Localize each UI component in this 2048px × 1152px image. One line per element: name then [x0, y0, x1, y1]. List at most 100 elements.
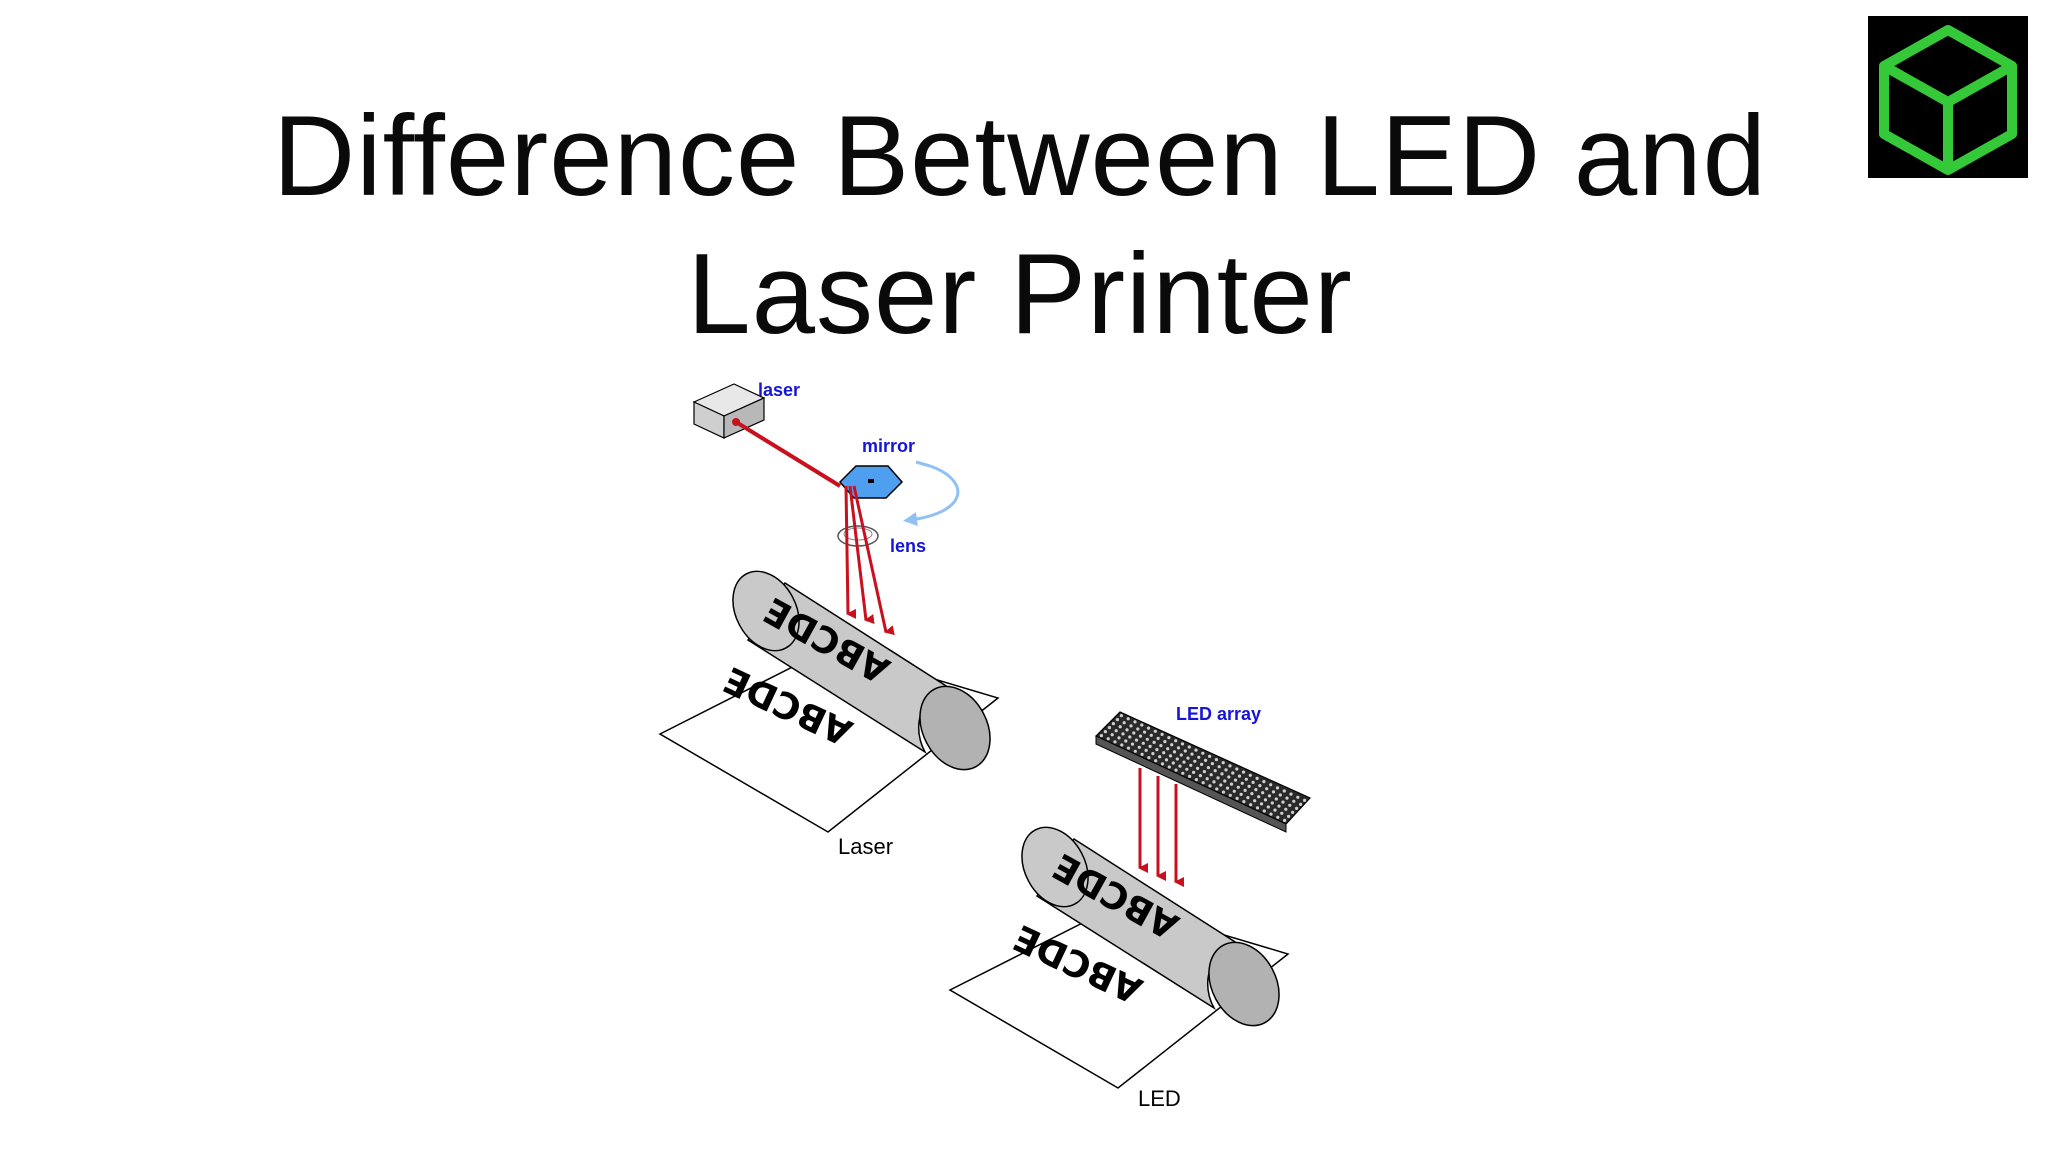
led-dot [1274, 797, 1278, 801]
led-dot [1153, 729, 1157, 733]
led-dot [1228, 793, 1232, 797]
led-dot [1124, 739, 1128, 743]
led-dot [1113, 740, 1117, 744]
led-dot [1283, 818, 1287, 822]
led-dot [1186, 756, 1190, 760]
led-dot [1241, 770, 1246, 774]
led-caption: LED [1138, 1086, 1181, 1111]
led-dot [1196, 766, 1200, 770]
led-dot [1156, 736, 1160, 740]
led-dot [1250, 792, 1254, 796]
led-array-label: LED array [1176, 704, 1261, 724]
led-dot [1232, 789, 1236, 793]
led-dot [1278, 793, 1282, 797]
led-dot [1136, 727, 1140, 731]
led-dot [1129, 724, 1133, 728]
green-cube-icon [1879, 25, 2017, 175]
led-dot [1265, 787, 1269, 791]
led-dot [1193, 759, 1197, 763]
led-dot [1246, 796, 1250, 800]
led-dot [1189, 763, 1193, 767]
led-dot [1236, 785, 1240, 789]
led-dot [1182, 760, 1186, 764]
led-dot [1219, 783, 1223, 787]
led-dot [1259, 802, 1264, 806]
led-dot [1164, 758, 1169, 762]
led-dot [1291, 810, 1295, 814]
led-dot [1282, 789, 1286, 793]
led-dot [1194, 778, 1198, 782]
led-dot [1171, 761, 1175, 765]
laser-beams [844, 485, 895, 636]
led-dot [1099, 734, 1103, 738]
led-dot [1180, 742, 1185, 746]
led-dot [1244, 777, 1248, 781]
led-dot [1243, 788, 1247, 792]
led-dot [1237, 774, 1242, 778]
led-dot [1166, 747, 1170, 751]
title-line-2: Laser Printer [687, 231, 1353, 358]
led-dot [1273, 808, 1277, 812]
led-dot [1209, 773, 1213, 777]
led-dot [1200, 762, 1204, 766]
led-dot [1155, 748, 1159, 752]
led-dot [1247, 784, 1251, 788]
led-dot [1174, 768, 1178, 772]
led-dot [1263, 798, 1268, 802]
led-dot [1261, 791, 1265, 795]
led-dot [1142, 730, 1147, 734]
led-dot [1106, 737, 1110, 741]
led-dot [1103, 730, 1107, 734]
led-dot [1277, 804, 1281, 808]
led-dot [1296, 795, 1300, 799]
led-dot [1175, 757, 1179, 761]
led-dot [1251, 780, 1255, 784]
led-dot [1281, 800, 1285, 804]
led-dot [1132, 731, 1136, 735]
laser-drum [732, 570, 991, 771]
led-dot [1233, 778, 1238, 782]
led-dot [1172, 750, 1177, 754]
led-dot [1128, 735, 1132, 739]
led-dot [1162, 751, 1166, 755]
led-dot [1220, 772, 1224, 776]
led-dot [1159, 744, 1163, 748]
led-dot [1167, 765, 1171, 769]
led-dot [1125, 728, 1129, 732]
led-dot [1239, 792, 1243, 796]
led-dot [1240, 781, 1244, 785]
led-dot [1187, 745, 1191, 749]
led-dot [1292, 799, 1296, 803]
led-dot [1147, 756, 1151, 760]
led-dot [1201, 781, 1205, 785]
led-dot [1158, 755, 1162, 759]
led-dot [1284, 807, 1288, 811]
led-dot [1217, 765, 1221, 769]
mirror-label: mirror [862, 436, 915, 456]
led-dot [1170, 743, 1174, 747]
laser-label: laser [758, 380, 800, 400]
led-dot [1118, 725, 1122, 729]
led-dot [1185, 767, 1189, 771]
led-dot [1210, 762, 1214, 766]
led-dot [1206, 766, 1210, 770]
led-dot [1148, 744, 1152, 748]
led-dot [1258, 784, 1262, 788]
led-dot [1133, 749, 1137, 753]
led-dot [1151, 752, 1155, 756]
led-dot [1134, 738, 1139, 742]
led-dot [1213, 769, 1217, 773]
led-dot [1288, 803, 1292, 807]
led-dot [1174, 739, 1178, 743]
led-dot [1202, 770, 1206, 774]
led-dot [1140, 723, 1144, 727]
led-dot [1126, 717, 1130, 721]
led-dot [1126, 746, 1131, 750]
led-dot [1212, 780, 1216, 784]
led-dot [1107, 726, 1111, 730]
led-dot [1221, 790, 1226, 794]
led-dot [1190, 752, 1194, 756]
led-dot [1138, 734, 1143, 738]
led-dot [1188, 774, 1192, 778]
